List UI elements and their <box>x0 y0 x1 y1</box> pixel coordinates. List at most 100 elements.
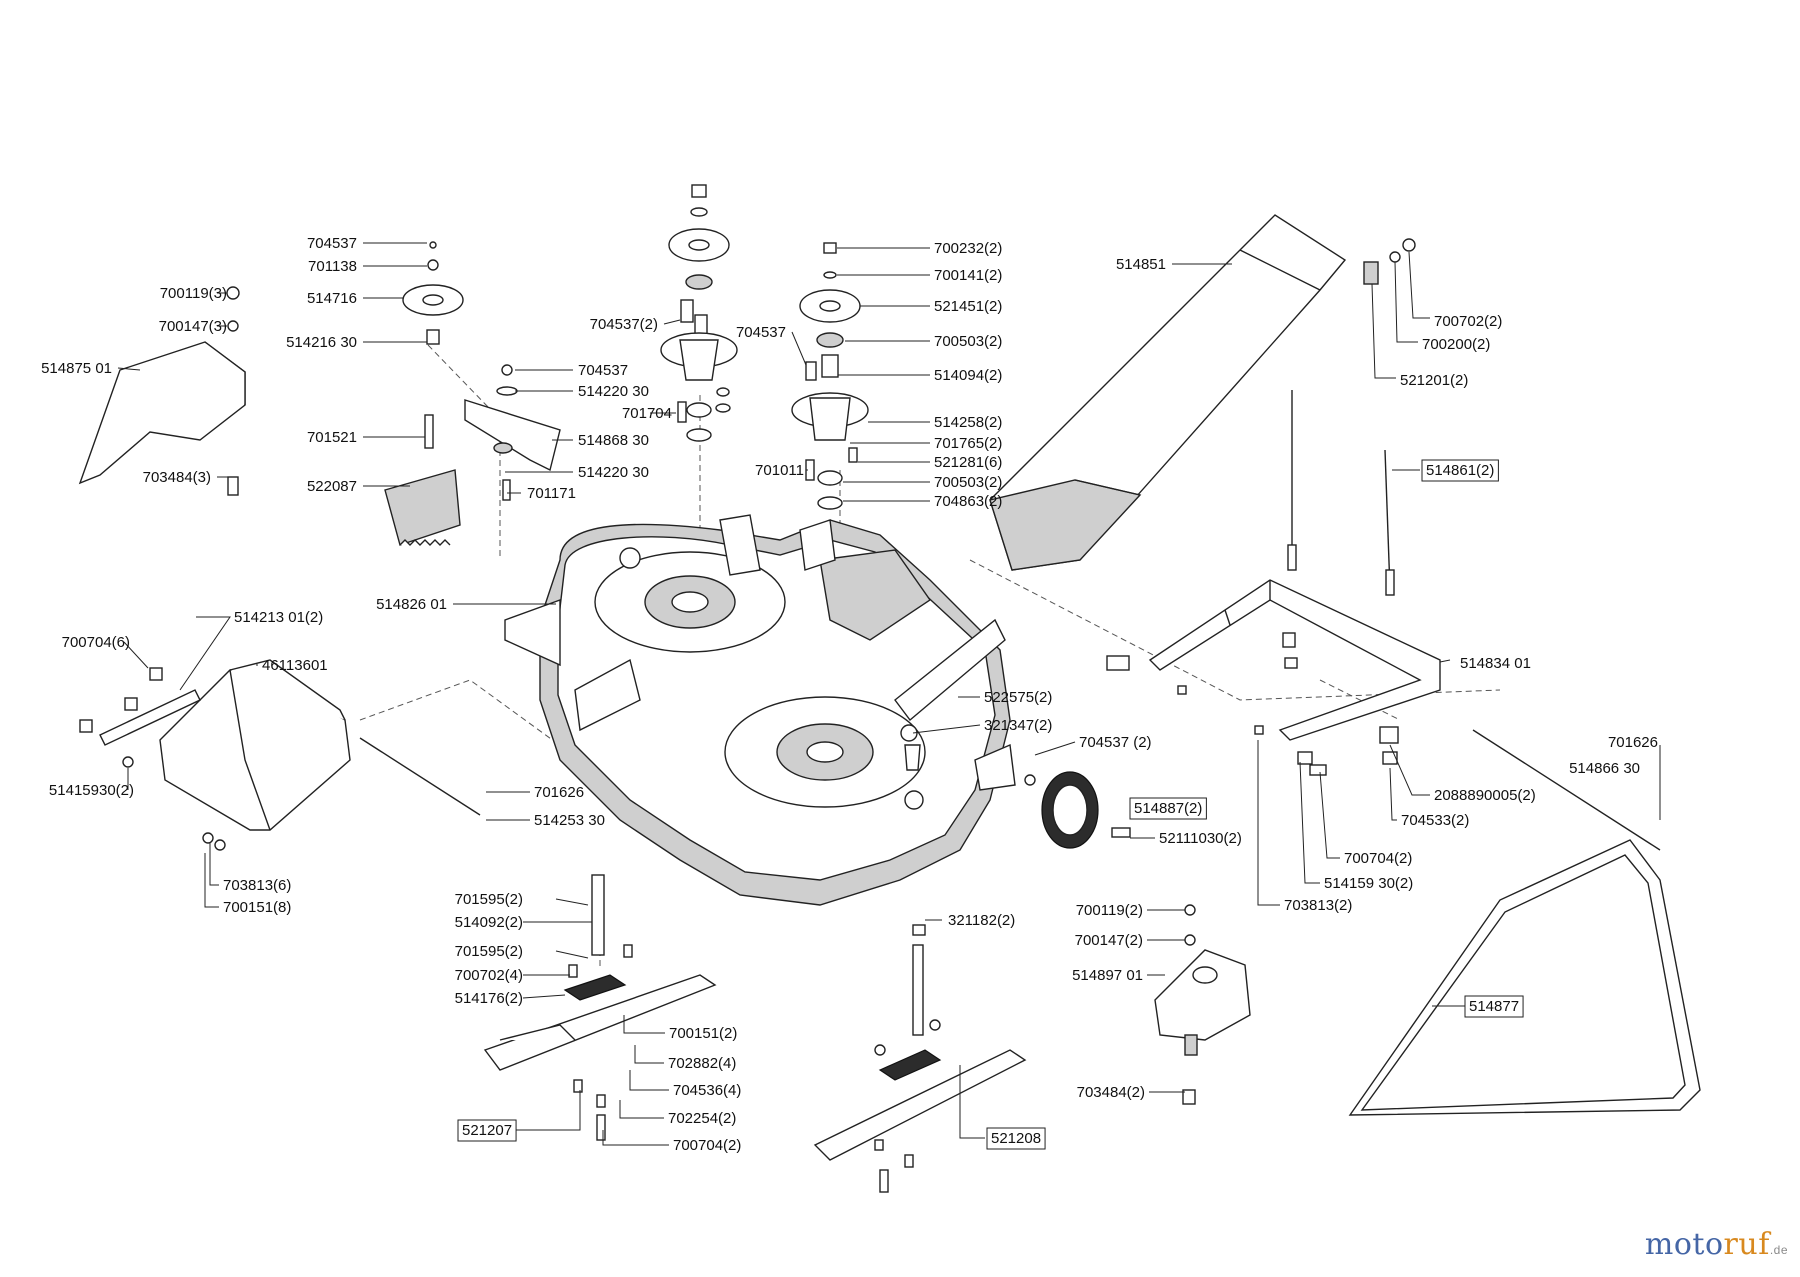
rod-514253 <box>359 737 481 816</box>
part-callout: 700704(6) <box>62 634 130 651</box>
part-callout: 514159 30(2) <box>1324 875 1413 892</box>
part-callout: 514897 01 <box>1072 967 1143 984</box>
part-callout: 2088890005(2) <box>1434 787 1536 804</box>
gauge-wheel <box>1024 771 1131 849</box>
part-callout: 514716 <box>307 290 357 307</box>
part-callout: 514220 30 <box>578 383 649 400</box>
part-callout: 521451(2) <box>934 298 1002 315</box>
leader-lines <box>117 242 1661 1146</box>
part-callout: 521281(6) <box>934 454 1002 471</box>
part-callout: 704537 <box>736 324 786 341</box>
part-callout: 514253 30 <box>534 812 605 829</box>
part-callout: 514176(2) <box>455 990 523 1007</box>
part-callout: 514875 01 <box>41 360 112 377</box>
part-callout: 704536(4) <box>673 1082 741 1099</box>
part-callout: 701595(2) <box>455 891 523 908</box>
part-callout: 521208 <box>991 1130 1041 1147</box>
part-callout: 522087 <box>307 478 357 495</box>
part-callout: 514220 30 <box>578 464 649 481</box>
part-callout: 522575(2) <box>984 689 1052 706</box>
part-callout: 701765(2) <box>934 435 1002 452</box>
part-callout: 703813(2) <box>1284 897 1352 914</box>
part-callout: 700151(2) <box>669 1025 737 1042</box>
part-number-callouts: 704537 701138 700119(3) 514716 700147(3) 5142… <box>41 235 1658 1154</box>
idler-pulley <box>384 241 561 546</box>
part-callout: 521207 <box>462 1122 512 1139</box>
brand-logo: motoruf.de <box>1645 1227 1788 1262</box>
part-callout: 701626 <box>1608 734 1658 751</box>
part-callout: 701011 <box>755 462 804 479</box>
callout-box <box>1421 459 1499 482</box>
part-callout: 701138 <box>308 258 357 275</box>
part-callout: 700232(2) <box>934 240 1002 257</box>
part-callout: 704537(2) <box>590 316 658 333</box>
part-callout: 700200(2) <box>1422 336 1490 353</box>
discharge-chute <box>989 214 1416 571</box>
part-callout: 46113601 <box>262 657 328 674</box>
part-callout: 514258(2) <box>934 414 1002 431</box>
part-callout: 700704(2) <box>673 1137 741 1154</box>
part-callout: 514868 30 <box>578 432 649 449</box>
right-blade <box>813 924 1027 1193</box>
part-callout: 702882(4) <box>668 1055 736 1072</box>
left-blade <box>483 874 717 1141</box>
rod-514861 <box>1287 390 1395 596</box>
part-callout: 514861(2) <box>1426 462 1494 479</box>
part-callout: 514216 30 <box>286 334 357 351</box>
logo-text-suffix: .de <box>1769 1243 1788 1257</box>
part-callout: 51415930(2) <box>49 782 134 799</box>
part-callout: 514826 01 <box>376 596 447 613</box>
part-callout: 700704(2) <box>1344 850 1412 867</box>
part-callout: 701171 <box>527 485 576 502</box>
mower-deck <box>504 514 1016 906</box>
logo-text-moto: moto <box>1644 1227 1724 1262</box>
part-callout: 704537 <box>307 235 357 252</box>
callout-box <box>1464 995 1524 1018</box>
part-callout: 700503(2) <box>934 333 1002 350</box>
part-callout: 701704 <box>622 405 672 422</box>
rod-514866 <box>1472 729 1661 851</box>
tension-spring <box>399 539 451 546</box>
callout-box <box>457 1119 517 1142</box>
part-callout: 704863(2) <box>934 493 1002 510</box>
part-callout: 514866 30 <box>1569 760 1640 777</box>
part-callout: 700503(2) <box>934 474 1002 491</box>
part-callout: 321182(2) <box>948 912 1015 929</box>
part-callout: 514851 <box>1116 256 1166 273</box>
part-callout: 514094(2) <box>934 367 1002 384</box>
part-callout: 703484(3) <box>143 469 211 486</box>
right-spindle-stack <box>791 242 869 510</box>
part-callout: 700141(2) <box>934 267 1002 284</box>
part-callout: 700147(3) <box>159 318 227 335</box>
part-callout: 514092(2) <box>455 914 523 931</box>
part-callout: 700119(3) <box>160 285 227 302</box>
part-callout: 703813(6) <box>223 877 291 894</box>
callout-box <box>1129 797 1207 820</box>
part-callout: 704537 <box>578 362 628 379</box>
part-callout: 700702(2) <box>1434 313 1502 330</box>
logo-text-ruf: ruf <box>1723 1227 1770 1262</box>
part-callout: 700119(2) <box>1076 902 1143 919</box>
part-callout: 700151(8) <box>223 899 291 916</box>
part-callout: 321347(2) <box>984 717 1052 734</box>
part-callout: 701595(2) <box>455 943 523 960</box>
part-callout: 52111030(2) <box>1159 830 1242 847</box>
part-callout: 521201(2) <box>1400 372 1468 389</box>
part-callout: 704533(2) <box>1401 812 1469 829</box>
right-belt-cover <box>1154 904 1251 1105</box>
v-belt <box>1348 839 1701 1116</box>
callout-box <box>986 1127 1046 1150</box>
left-spindle-stack <box>660 184 738 442</box>
part-callout: 701521 <box>307 429 357 446</box>
part-callout: 700702(4) <box>455 967 523 984</box>
rear-bracket <box>1106 579 1441 776</box>
part-callout: 514213 01(2) <box>234 609 323 626</box>
part-callout: 700147(2) <box>1075 932 1143 949</box>
part-callout: 514887(2) <box>1134 800 1202 817</box>
part-callout: 701626 <box>534 784 584 801</box>
part-callout: 704537 (2) <box>1079 734 1152 751</box>
part-callout: 514834 01 <box>1460 655 1531 672</box>
part-callout: 703484(2) <box>1077 1084 1145 1101</box>
